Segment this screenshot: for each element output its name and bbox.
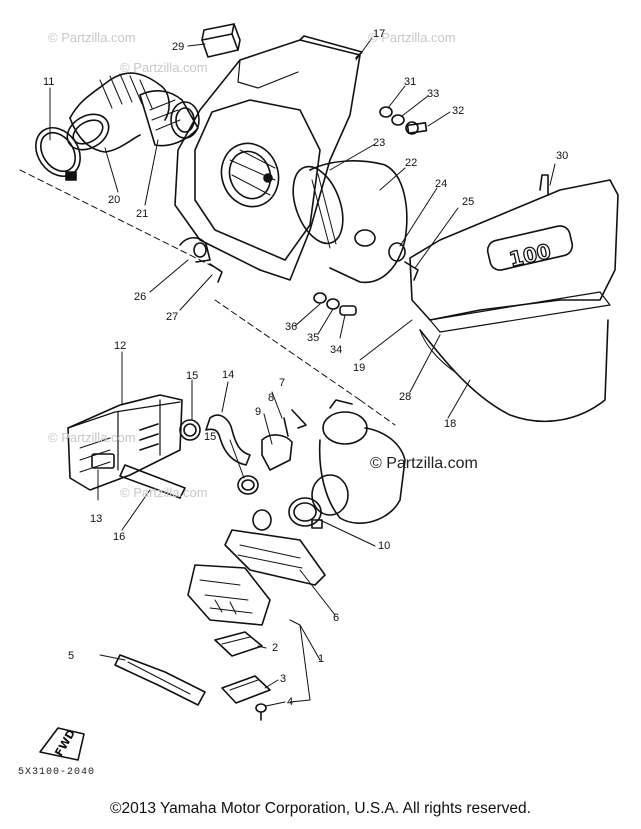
watermark-mid-left: © Partzilla.com xyxy=(48,430,136,445)
screw-8 xyxy=(283,417,289,437)
watermark-top-left: © Partzilla.com xyxy=(48,30,136,45)
bracket-9 xyxy=(261,434,293,471)
callout-10: 10 xyxy=(378,540,391,552)
pad-29 xyxy=(201,23,241,58)
callout-28: 28 xyxy=(399,391,412,403)
callout-34: 34 xyxy=(330,344,343,356)
badge-text: 100 xyxy=(507,239,553,272)
clip-25 xyxy=(404,261,419,281)
callout-35: 35 xyxy=(307,332,320,344)
hose-14 xyxy=(205,414,251,466)
joint-21 xyxy=(139,90,200,147)
callout-20: 20 xyxy=(108,194,121,206)
clamp-15 xyxy=(179,419,201,441)
callout-12: 12 xyxy=(114,340,127,352)
callout-7: 7 xyxy=(279,377,286,389)
callout-25: 25 xyxy=(462,196,475,208)
clip-27 xyxy=(209,263,223,283)
watermark-mid-left-2: © Partzilla.com xyxy=(120,485,208,500)
screw-7 xyxy=(291,409,307,429)
callout-9: 9 xyxy=(255,406,262,418)
silencer-box-12 xyxy=(67,394,183,491)
bolt-set-31-33-32 xyxy=(379,106,428,135)
callout-27: 27 xyxy=(166,311,179,323)
reed-petal-2 xyxy=(214,631,263,657)
callout-32: 32 xyxy=(452,105,465,117)
watermark-top-left-2: © Partzilla.com xyxy=(120,60,208,75)
grommet-24 xyxy=(388,242,406,262)
callout-16: 16 xyxy=(113,531,126,543)
callout-33: 33 xyxy=(427,88,440,100)
callout-2: 2 xyxy=(272,642,279,654)
bolt-34 xyxy=(339,305,357,316)
callout-5: 5 xyxy=(68,650,75,662)
callout-36: 36 xyxy=(285,321,298,333)
nut-36 xyxy=(313,292,327,304)
callout-23: 23 xyxy=(373,137,386,149)
callout-15: 15 xyxy=(186,370,199,382)
callout-29: 29 xyxy=(172,41,185,53)
callout-6: 6 xyxy=(333,612,340,624)
watermark-main: © Partzilla.com xyxy=(370,455,478,472)
callout-1: 1 xyxy=(318,653,325,665)
clamp-10 xyxy=(288,497,323,529)
clamp-15b xyxy=(237,475,259,495)
callout-21: 21 xyxy=(136,208,149,220)
screw-4 xyxy=(255,703,267,713)
manifold-6 xyxy=(224,509,326,586)
callout-31: 31 xyxy=(404,76,417,88)
fwd-tag xyxy=(39,727,85,761)
elbow-26 xyxy=(179,236,211,263)
copyright-footer: ©2013 Yamaha Motor Corporation, U.S.A. A… xyxy=(110,800,531,817)
panel-18 xyxy=(419,319,609,423)
stopper-3 xyxy=(221,675,271,704)
callout-15-lower: 15 xyxy=(204,431,217,443)
gasket-5 xyxy=(114,654,206,706)
callout-26: 26 xyxy=(134,291,147,303)
fwd-label: FWD xyxy=(52,727,78,758)
filter-element-22 xyxy=(292,160,408,284)
callout-3: 3 xyxy=(280,673,287,685)
carburetor-body xyxy=(311,399,406,524)
callout-22: 22 xyxy=(405,157,418,169)
callout-24: 24 xyxy=(435,178,448,190)
diagram-code: 5X3100-2040 xyxy=(18,767,96,778)
air-box-17 xyxy=(174,35,363,281)
callout-11: 11 xyxy=(43,76,55,88)
callout-18: 18 xyxy=(444,418,457,430)
callout-17: 17 xyxy=(373,28,386,40)
clamp-11 xyxy=(35,127,81,181)
callout-13: 13 xyxy=(90,513,103,525)
intake-boot-20 xyxy=(66,72,170,153)
strap-16 xyxy=(119,464,186,499)
washer-35 xyxy=(326,298,340,310)
callout-30: 30 xyxy=(556,150,569,162)
reed-valve-1 xyxy=(187,564,271,626)
side-cover-30 xyxy=(409,174,619,333)
callout-19: 19 xyxy=(353,362,366,374)
callout-8: 8 xyxy=(268,392,275,404)
watermark-top-right: © Partzilla.com xyxy=(368,30,456,45)
callout-4: 4 xyxy=(287,696,294,708)
callout-14: 14 xyxy=(222,369,235,381)
